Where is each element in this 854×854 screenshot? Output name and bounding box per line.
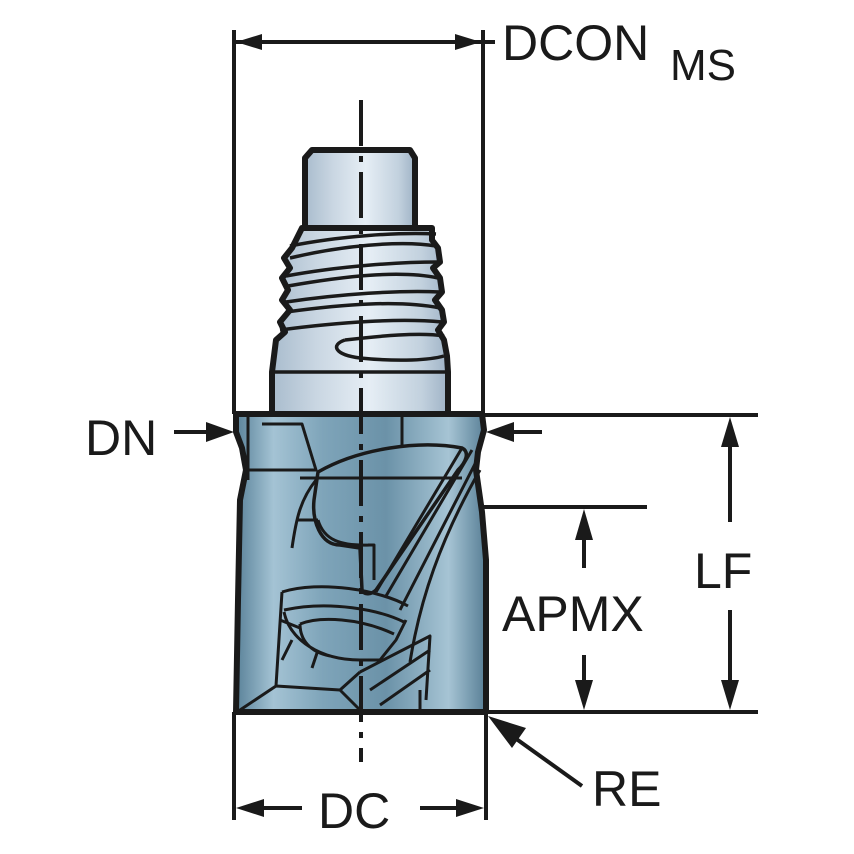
dimension-re: RE [488, 716, 661, 817]
dimension-dcon: DCON MS [232, 15, 736, 414]
insert-seat [279, 585, 409, 669]
lf-arrow-down-icon [721, 680, 739, 710]
dc-label: DC [318, 783, 390, 839]
arrowhead-left-icon [236, 34, 262, 50]
dn-arrow-right-icon [486, 422, 514, 442]
dn-label: DN [85, 410, 157, 466]
head-top-band [246, 414, 404, 480]
dcon-label: DCON [502, 15, 649, 71]
dc-arrow-right-icon [456, 799, 484, 817]
apmx-arrow-down-icon [575, 680, 593, 710]
pocket-edges [290, 447, 482, 663]
dn-arrow-left-icon [206, 422, 234, 442]
dimension-dc: DC [232, 712, 488, 839]
lower-facets [239, 591, 432, 712]
apmx-label: APMX [502, 586, 644, 642]
threaded-shank [269, 147, 451, 417]
arrowhead-right-icon [455, 34, 481, 50]
dc-arrow-left-icon [236, 799, 264, 817]
dcon-subscript: MS [670, 41, 736, 90]
lf-arrow-up-icon [721, 417, 739, 447]
re-arrow-icon [488, 716, 526, 748]
apmx-arrow-up-icon [575, 509, 593, 540]
dimension-dn: DN [85, 410, 542, 466]
chip-pocket [311, 443, 469, 596]
dimension-lf: LF [483, 413, 758, 714]
re-label: RE [592, 761, 661, 817]
lf-label: LF [694, 543, 752, 599]
dimension-apmx: APMX [480, 505, 647, 710]
